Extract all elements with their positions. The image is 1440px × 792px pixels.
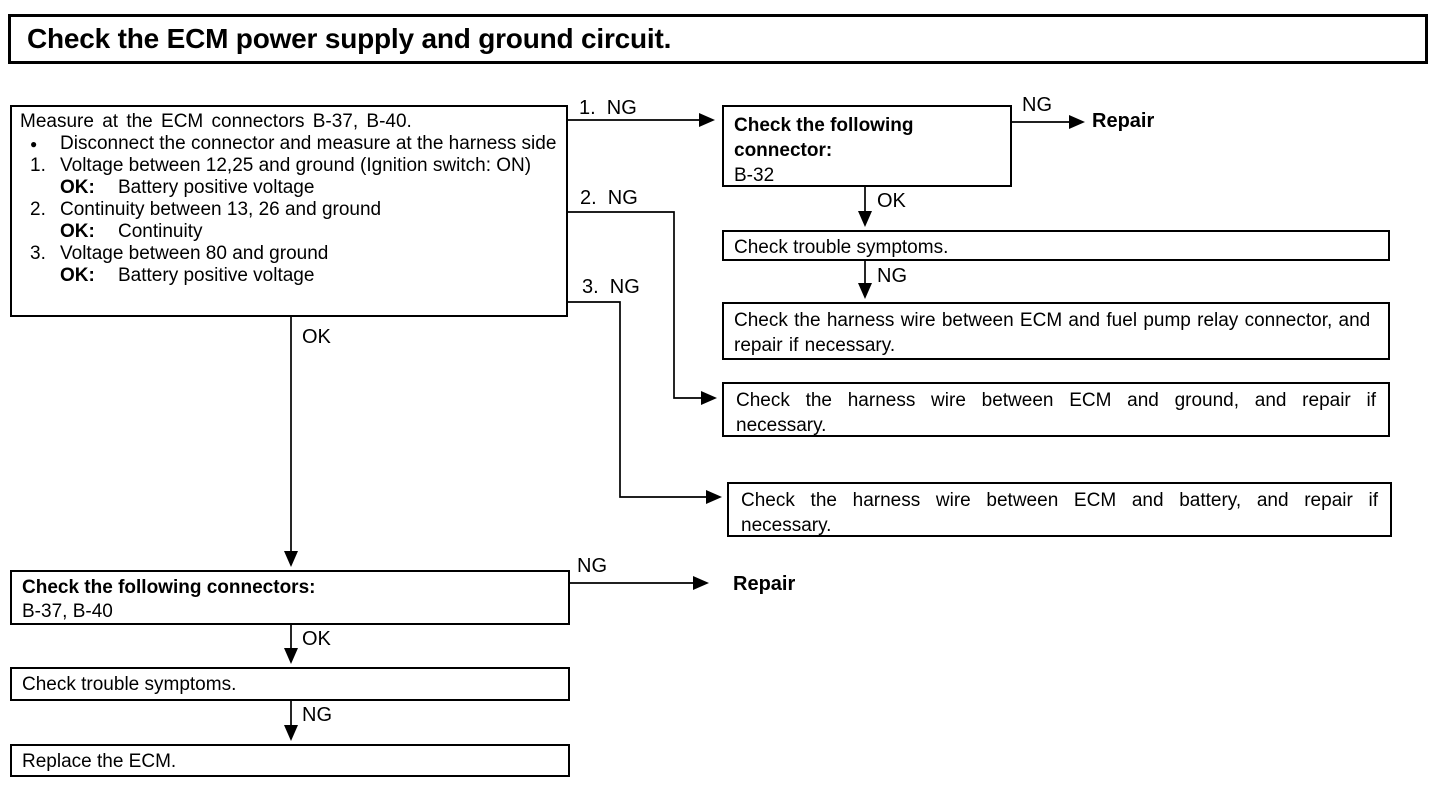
node-harness-battery: Check the harness wire between ECM and b… <box>727 482 1392 537</box>
ok-value: Battery positive voltage <box>118 265 315 286</box>
connectors-body: B-37, B-40 <box>22 601 113 622</box>
ok-value: Continuity <box>118 221 203 242</box>
harness-ground-text: Check the harness wire between ECM and g… <box>736 390 1376 436</box>
terminal-repair-top: Repair <box>1092 110 1155 132</box>
ok-label: OK: <box>60 221 95 242</box>
connectors-title: Check the following connectors: <box>22 577 316 598</box>
page-title-box: Check the ECM power supply and ground ci… <box>8 14 1428 64</box>
bullet-icon: ● <box>30 137 38 151</box>
node-check-connector-b32: Check the following connector: B-32 <box>722 105 1012 187</box>
measure-item-2: 2. Continuity between 13, 26 and ground <box>20 199 558 221</box>
item-number: 3. <box>30 243 46 264</box>
harness-fuel-pump-text: Check the harness wire between ECM and f… <box>734 310 1371 356</box>
symptoms-left-text: Check trouble symptoms. <box>22 674 237 695</box>
edge-label-ng1: 1. NG <box>579 97 637 119</box>
replace-ecm-text: Replace the ECM. <box>22 751 177 772</box>
measure-item-1-ok: OK: Battery positive voltage <box>20 177 558 199</box>
edge-label-ng-symptoms-left: NG <box>302 704 332 726</box>
edge-label-ng-b32-repair: NG <box>1022 94 1052 116</box>
edge-ng3-measure-to-battery <box>568 301 722 504</box>
edge-label-ok-measure: OK <box>302 326 331 348</box>
item-text: Continuity between 13, 26 and ground <box>60 199 382 220</box>
node-measure-ecm-connectors: Measure at the ECM connectors B-37, B-40… <box>10 105 568 317</box>
harness-battery-text: Check the harness wire between ECM and b… <box>741 490 1378 536</box>
ok-label: OK: <box>60 177 95 198</box>
page-title: Check the ECM power supply and ground ci… <box>27 23 672 54</box>
b32-title: Check the following connector: <box>734 115 914 161</box>
node-check-connectors-b37-b40: Check the following connectors: B-37, B-… <box>10 570 570 625</box>
node-replace-ecm: Replace the ECM. <box>10 744 570 777</box>
symptoms-right-text: Check trouble symptoms. <box>734 237 949 258</box>
edge-label-ok-connectors: OK <box>302 628 331 650</box>
measure-item-2-ok: OK: Continuity <box>20 221 558 243</box>
item-number: 2. <box>30 199 46 220</box>
edge-label-ng-connectors-repair: NG <box>577 555 607 577</box>
item-number: 1. <box>30 155 46 176</box>
edge-label-ng-symptoms-right: NG <box>877 265 907 287</box>
node-check-trouble-symptoms-right: Check trouble symptoms. <box>722 230 1390 261</box>
edge-label-ng2: 2. NG <box>580 187 638 209</box>
item-text: Voltage between 80 and ground <box>60 243 329 264</box>
edge-ng2-measure-to-ground <box>568 211 717 405</box>
measure-item-3-ok: OK: Battery positive voltage <box>20 265 558 287</box>
node-harness-fuel-pump: Check the harness wire between ECM and f… <box>722 302 1390 360</box>
measure-bullet-text: Disconnect the connector and measure at … <box>60 133 557 154</box>
b32-body: B-32 <box>734 165 775 186</box>
measure-item-3: 3. Voltage between 80 and ground <box>20 243 558 265</box>
ok-label: OK: <box>60 265 95 286</box>
item-text: Voltage between 12,25 and ground (Igniti… <box>60 155 532 176</box>
terminal-repair-bottom: Repair <box>733 573 796 595</box>
node-check-trouble-symptoms-left: Check trouble symptoms. <box>10 667 570 701</box>
measure-bullet-item: ● Disconnect the connector and measure a… <box>20 133 558 155</box>
edge-label-ng3: 3. NG <box>582 276 640 298</box>
ok-value: Battery positive voltage <box>118 177 315 198</box>
measure-title: Measure at the ECM connectors B-37, B-40… <box>20 111 412 132</box>
measure-item-1: 1. Voltage between 12,25 and ground (Ign… <box>20 155 558 177</box>
edge-label-ok-b32: OK <box>877 190 906 212</box>
node-harness-ground: Check the harness wire between ECM and g… <box>722 382 1390 437</box>
